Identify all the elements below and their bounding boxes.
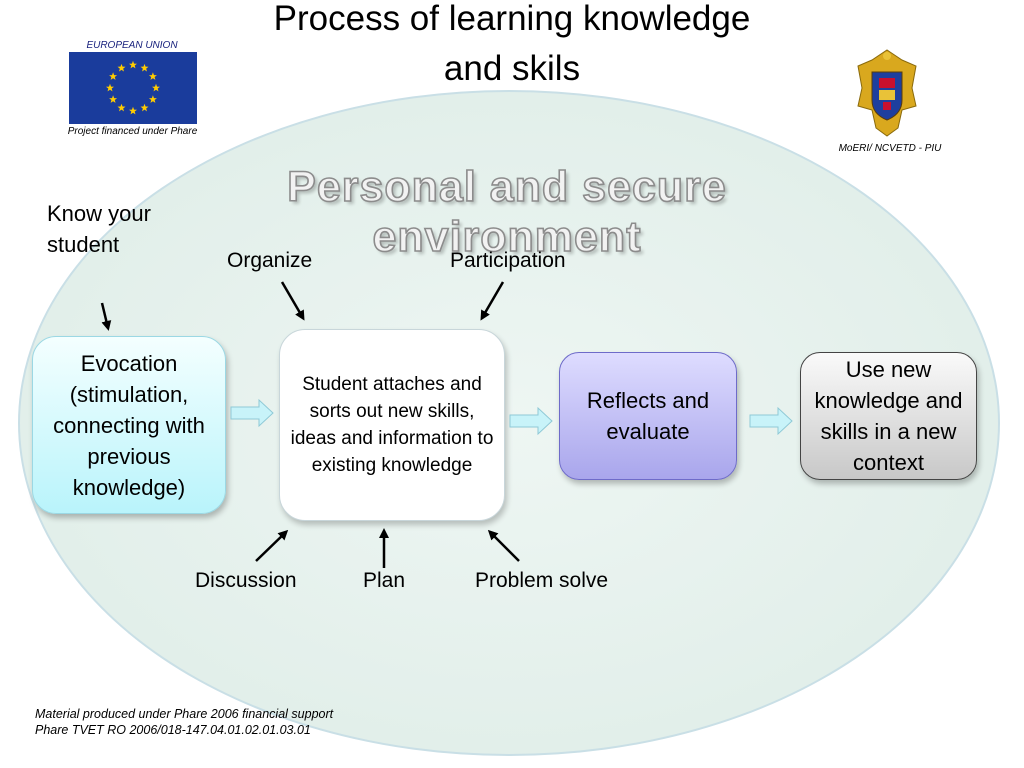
participation-arrow [480, 281, 505, 321]
organize-arrow [280, 281, 305, 321]
student-attaches-box: Student attaches and sorts out new skill… [279, 329, 505, 521]
discussion-arrow [255, 529, 289, 562]
participation-label: Participation [450, 249, 566, 272]
plan-label: Plan [363, 569, 406, 592]
eu-star [152, 83, 160, 92]
eu-star [129, 60, 137, 69]
romania-coat-of-arms-icon [857, 49, 917, 137]
reflects-box: Reflects and evaluate [559, 352, 737, 480]
eu-star [109, 95, 118, 103]
eu-star [129, 106, 137, 115]
footer-line-1: Material produced under Phare 2006 finan… [35, 707, 334, 721]
problem-solve-label: Problem solve [475, 569, 609, 592]
eu-caption: Project financed under Phare [67, 126, 198, 137]
eu-flag-icon [69, 52, 197, 124]
crest-caption: MoERI/ NCVETD - PIU [838, 143, 942, 154]
slide-title: Process of learning knowledge and skils [273, 0, 751, 88]
evocation-box: Evocation (stimulation, connecting with … [32, 336, 226, 514]
footer-note: Material produced under Phare 2006 finan… [35, 706, 435, 738]
eu-star [148, 95, 157, 103]
discussion-label: Discussion [195, 569, 297, 592]
use-knowledge-box: Use new knowledge and skills in a new co… [800, 352, 977, 480]
eu-star [109, 72, 118, 80]
eu-label: EUROPEAN UNION [86, 40, 178, 51]
reflects-text: Reflects and evaluate [586, 388, 710, 444]
eu-star [140, 63, 149, 72]
flow-arrow-1 [230, 398, 274, 428]
organize-label: Organize [227, 249, 313, 272]
eu-star [117, 103, 126, 112]
environment-heading: Personal and secure environment [286, 162, 727, 262]
footer-line-2: Phare TVET RO 2006/018-147.04.01.02.01.0… [35, 723, 311, 737]
flow-arrow-3 [749, 406, 793, 436]
know-your-student-label: Know your student [47, 201, 151, 257]
eu-star [140, 103, 149, 112]
use-knowledge-text: Use new knowledge and skills in a new co… [814, 357, 963, 475]
evocation-text: Evocation (stimulation, connecting with … [53, 350, 205, 500]
eu-star [117, 63, 126, 72]
flow-arrow-2 [509, 406, 553, 436]
eu-star [148, 72, 157, 80]
student-attaches-text: Student attaches and sorts out new skill… [290, 374, 494, 476]
know-student-arrow [100, 302, 112, 331]
eu-star [106, 83, 114, 92]
problem-solve-arrow [487, 529, 520, 562]
